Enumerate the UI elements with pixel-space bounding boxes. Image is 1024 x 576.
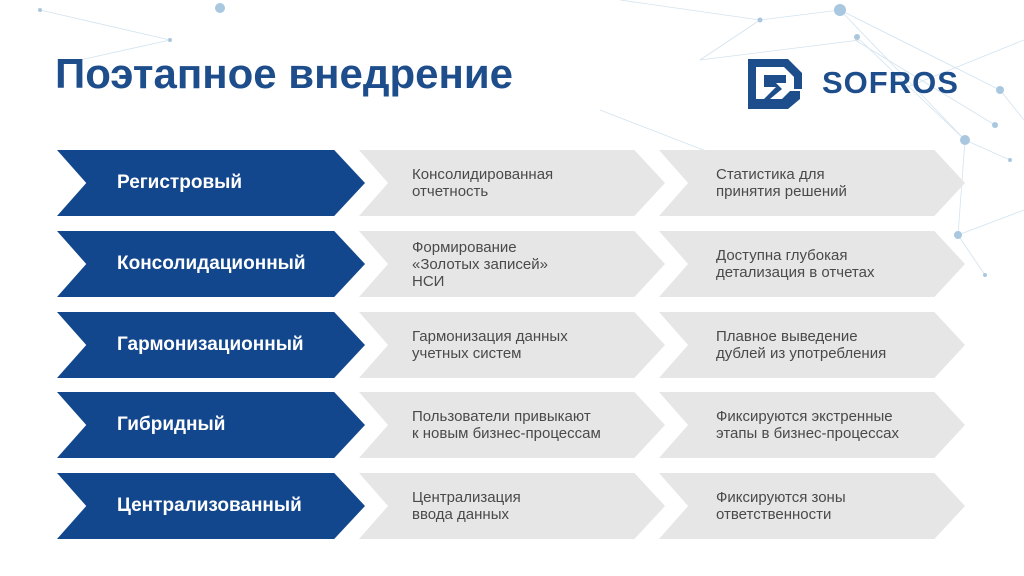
benefit-chevron [659, 150, 965, 216]
step-benefit: Фиксируются экстренные этапы в бизнес-пр… [716, 408, 899, 442]
step-benefit: Фиксируются зоны ответственности [716, 489, 846, 523]
sofros-logo-icon [748, 59, 802, 109]
sofros-logo: SOFROS [742, 55, 972, 115]
benefit-chevron [659, 392, 965, 458]
step-chevron [57, 150, 365, 216]
step-name: Гармонизационный [117, 334, 304, 355]
benefit-chevron [659, 473, 965, 539]
step-chevron [57, 312, 365, 378]
step-benefit: Статистика для принятия решений [716, 166, 847, 200]
step-feature: Централизация ввода данных [412, 489, 521, 523]
step-feature: Гармонизация данных учетных систем [412, 328, 568, 362]
step-name: Гибридный [117, 414, 226, 435]
feature-chevron [359, 392, 665, 458]
step-row: Централизованный Централизация ввода дан… [0, 473, 1024, 539]
step-feature: Пользователи привыкают к новым бизнес-пр… [412, 408, 601, 442]
step-name: Централизованный [117, 495, 302, 516]
step-feature: Формирование «Золотых записей» НСИ [412, 238, 548, 290]
step-chevron [57, 473, 365, 539]
page-title: Поэтапное внедрение [55, 50, 514, 97]
step-chevron [57, 392, 365, 458]
step-benefit: Доступна глубокая детализация в отчетах [716, 247, 875, 281]
step-chevron [57, 231, 365, 297]
step-feature: Консолидированная отчетность [412, 166, 554, 200]
step-name: Регистровый [117, 172, 243, 193]
step-row: Гармонизационный Гармонизация данных уче… [0, 312, 1024, 378]
step-row: Консолидационный Формирование «Золотых з… [0, 231, 1024, 297]
benefit-chevron [659, 231, 965, 297]
feature-chevron [359, 312, 665, 378]
step-benefit: Плавное выведение дублей из употребления [716, 328, 887, 362]
feature-chevron [359, 473, 665, 539]
step-name: Консолидационный [117, 253, 306, 274]
feature-chevron [359, 150, 665, 216]
step-row: Регистровый Консолидированная отчетность… [0, 150, 1024, 216]
benefit-chevron [659, 312, 965, 378]
feature-chevron [359, 231, 665, 297]
step-row: Гибридный Пользователи привыкают к новым… [0, 392, 1024, 458]
logo-wordmark: SOFROS [822, 65, 959, 100]
